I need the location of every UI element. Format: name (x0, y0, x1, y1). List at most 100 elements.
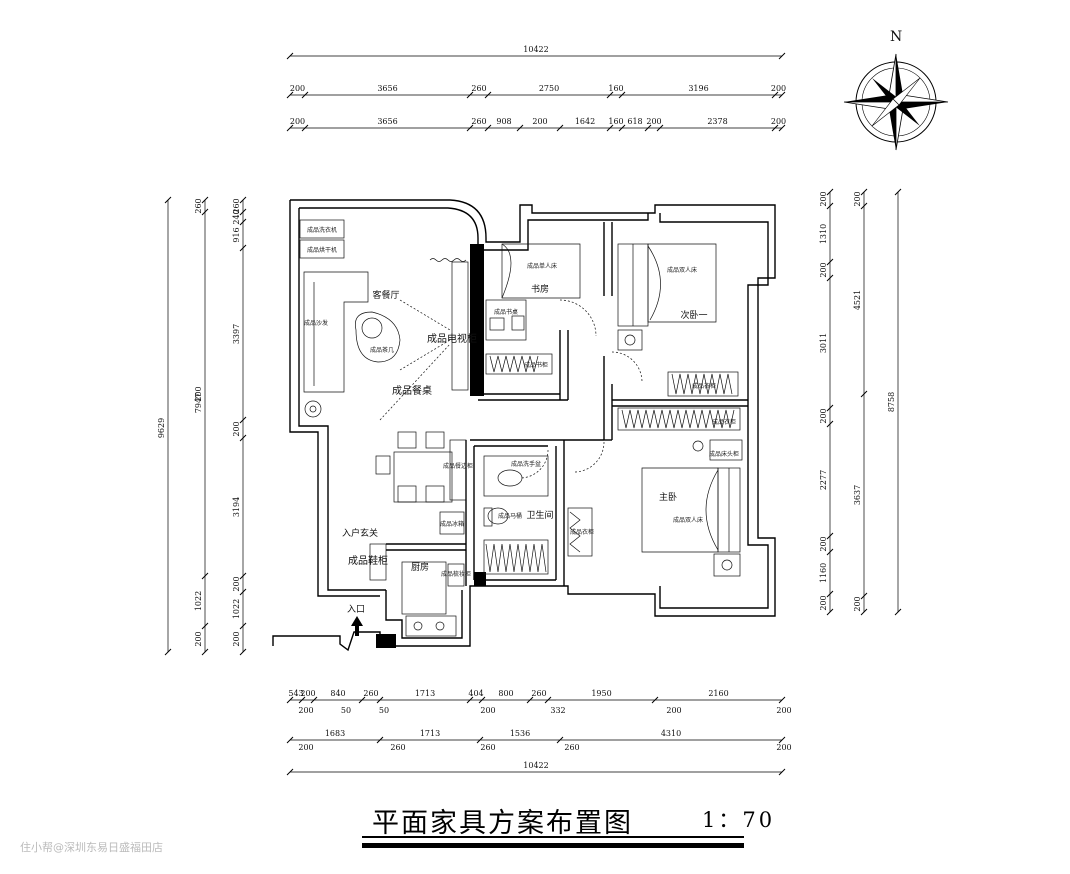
study-room-label: 书房 (531, 283, 549, 295)
bottom-row1-dim-5: 404 (468, 689, 483, 698)
basin-label: 成品洗手盆 (511, 460, 541, 468)
bottom-row1-sub-4: 332 (550, 706, 565, 715)
coffee-table-label: 成品茶几 (370, 346, 394, 354)
left-inner-dim-3: 3397 (232, 324, 241, 344)
washer-label: 成品洗衣机 (307, 226, 337, 234)
toilet-label: 成品马桶 (498, 512, 522, 520)
left-mid-sub-dim-2: 1022 (194, 591, 203, 611)
right-dimensions: 200 1310 200 3011 200 2277 200 1160 200 200 4521 3… (819, 188, 902, 616)
bottom-row1-dim-3: 260 (363, 689, 378, 698)
right-inner-dim-0: 200 (819, 191, 828, 206)
title-underline-thin (362, 836, 744, 838)
right-inner-dim-5: 2277 (819, 470, 828, 490)
wardrobe-label: 成品衣柜 (712, 418, 736, 426)
left-inner-dim-1: 240 (232, 209, 241, 224)
right-inner-dim-6: 200 (819, 536, 828, 551)
bottom-row1-dim-1: 200 (300, 689, 315, 698)
bottom-row1-sub-3: 200 (480, 706, 495, 715)
bottom-row1-dim-4: 1713 (415, 689, 435, 698)
bookcase-label: 成品书柜 (524, 361, 548, 369)
tv-wall-column (470, 244, 484, 396)
top-row1-dim-5: 3196 (688, 84, 708, 93)
left-mid-sub-dim-1: 200 (194, 386, 203, 401)
room-labels: 客餐厅 成品电视柜 成品餐桌 书房 次卧一 主卧 卫生间 厨房 入户玄关 成品鞋… (342, 283, 708, 615)
right-mid-dim-1: 4521 (853, 290, 862, 310)
top-row1-dim-2: 260 (471, 84, 486, 93)
tv-cabinet-label: 成品电视柜 (427, 332, 477, 345)
bottom-row1-sub-2: 50 (379, 706, 389, 715)
double-bed-label: 成品双人床 (673, 516, 703, 524)
entrance-column (376, 634, 396, 648)
left-inner-dim-4: 200 (232, 421, 241, 436)
bottom-row1-sub-1: 50 (341, 706, 351, 715)
left-mid-sub-dim-0: 260 (194, 198, 203, 213)
right-inner-dim-7: 1160 (819, 563, 828, 583)
vanity-label: 成品床头柜 (709, 450, 739, 458)
right-outer-dim: 8758 (887, 392, 896, 412)
shoe-cabinet-label: 成品鞋柜 (348, 554, 388, 567)
title-underline-thick (362, 843, 744, 848)
desk-label: 成品书桌 (494, 308, 518, 316)
furniture: 成品洗衣机 成品烘干机 成品沙发 成品茶几 成品餐边柜 成品冰箱 (299, 219, 743, 637)
top-row2-dim-9: 2378 (707, 117, 727, 126)
right-inner-dim-3: 3011 (819, 333, 828, 353)
bottom-row1-dim-9: 2160 (708, 689, 728, 698)
dryer-label: 成品烘干机 (307, 246, 337, 254)
bottom-overall-dim: 10422 (523, 761, 548, 770)
bottom-row1-sub-5: 200 (666, 706, 681, 715)
top-row2-dim-5: 1642 (575, 117, 595, 126)
top-row1-dim-1: 3656 (377, 84, 397, 93)
bottom-row2-sub-1: 260 (390, 743, 405, 752)
left-mid-sub-dim-3: 200 (194, 631, 203, 646)
top-row2-dim-7: 618 (627, 117, 642, 126)
dressing-label: 成品梳妆柜 (441, 570, 471, 578)
top-row1-dim-4: 160 (608, 84, 623, 93)
top-row2-dim-6: 160 (608, 117, 623, 126)
drawing-title: 平面家具方案布置图 (372, 808, 633, 839)
bedroom2-label: 次卧一 (680, 309, 707, 321)
fridge-label: 成品冰箱 (440, 520, 464, 528)
top-overall-dim: 10422 (523, 45, 548, 54)
kitchen-label: 厨房 (411, 561, 429, 573)
bottom-row1-dim-2: 840 (330, 689, 345, 698)
bottom-row2-sub-3: 260 (564, 743, 579, 752)
left-inner-dim-6: 200 (232, 576, 241, 591)
bottom-row1-sub-6: 200 (776, 706, 791, 715)
living-room-label: 客餐厅 (372, 289, 399, 301)
double-bed2-label: 成品双人床 (667, 266, 697, 274)
side-cab-label: 成品餐边柜 (443, 462, 473, 470)
top-row1-dim-6: 200 (771, 84, 786, 93)
bottom-row2-sub-0: 200 (298, 743, 313, 752)
right-inner-dim-1: 1310 (819, 224, 828, 244)
right-inner-dim-2: 200 (819, 262, 828, 277)
watermark-text: 住小帮@深圳东易日盛福田店 (20, 841, 163, 854)
entry-hall-label: 入户玄关 (342, 527, 378, 539)
top-row1-dim-3: 2750 (539, 84, 559, 93)
right-mid-dim-3: 200 (853, 596, 862, 611)
left-outer-dim: 9629 (157, 418, 166, 438)
bottom-row1-dim-8: 1950 (591, 689, 611, 698)
bottom-row2-dim-1: 1713 (420, 729, 440, 738)
right-mid-dim-2: 3637 (853, 485, 862, 505)
top-row2-dim-4: 200 (532, 117, 547, 126)
bottom-row2-dim-3: 4310 (661, 729, 681, 738)
bottom-row2-dim-0: 1683 (325, 729, 345, 738)
left-mid-dim: 7947 (194, 393, 203, 413)
top-row1-dim-0: 200 (290, 84, 305, 93)
left-inner-dim-7: 1022 (232, 599, 241, 619)
right-inner-dim-8: 200 (819, 595, 828, 610)
right-mid-dim-0: 200 (853, 191, 862, 206)
dining-table-label: 成品餐桌 (392, 384, 432, 397)
right-inner-dim-4: 200 (819, 408, 828, 423)
kitchen-column (474, 572, 486, 586)
walls (272, 199, 776, 652)
top-row2-dim-10: 200 (771, 117, 786, 126)
north-label: N (890, 29, 903, 45)
bottom-row1-dim-7: 260 (531, 689, 546, 698)
top-row2-dim-3: 908 (496, 117, 511, 126)
top-row2-dim-0: 200 (290, 117, 305, 126)
